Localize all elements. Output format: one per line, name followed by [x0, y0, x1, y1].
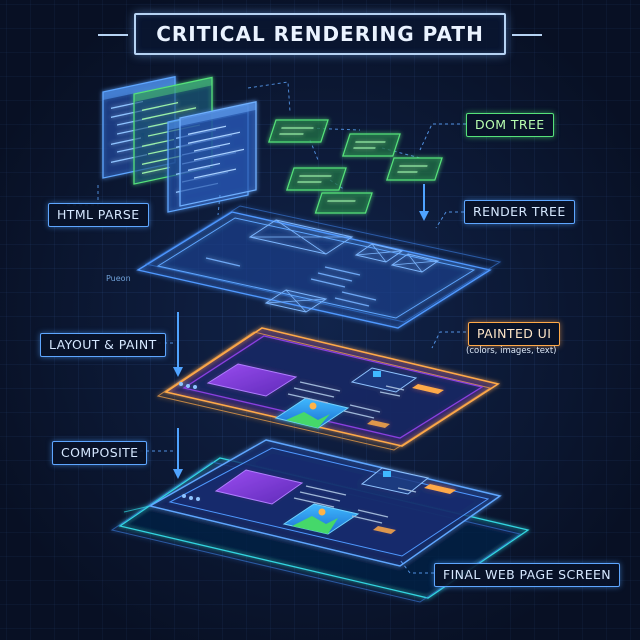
label-final-screen: FINAL WEB PAGE SCREEN: [434, 563, 621, 587]
render-tree-layer: [136, 205, 502, 329]
label-painted-ui: PAINTED UI: [468, 322, 561, 346]
label-composite: COMPOSITE: [52, 441, 148, 465]
label-painted-ui-sub: (colors, images, text): [466, 346, 557, 356]
dom-node-4: [285, 167, 347, 191]
dom-node-1: [267, 119, 329, 143]
label-html-parse: HTML PARSE: [48, 203, 149, 227]
html-source-documents: [102, 75, 257, 213]
dom-node-2: [341, 133, 401, 157]
label-layout-paint: LAYOUT & PAINT: [40, 333, 166, 357]
layer-tag: Pueon: [106, 274, 131, 283]
dom-node-3: [385, 157, 443, 181]
label-render-tree: RENDER TREE: [464, 200, 575, 224]
label-dom-tree: DOM TREE: [466, 113, 554, 137]
dom-tree-nodes: [267, 119, 443, 214]
html-document-4: [179, 101, 257, 207]
painted-ui-layer: [156, 327, 501, 451]
dom-node-5: [314, 192, 373, 214]
composite-layer: [110, 439, 530, 603]
flow-arrows: [173, 184, 429, 479]
page-title: CRITICAL RENDERING PATH: [98, 13, 542, 55]
